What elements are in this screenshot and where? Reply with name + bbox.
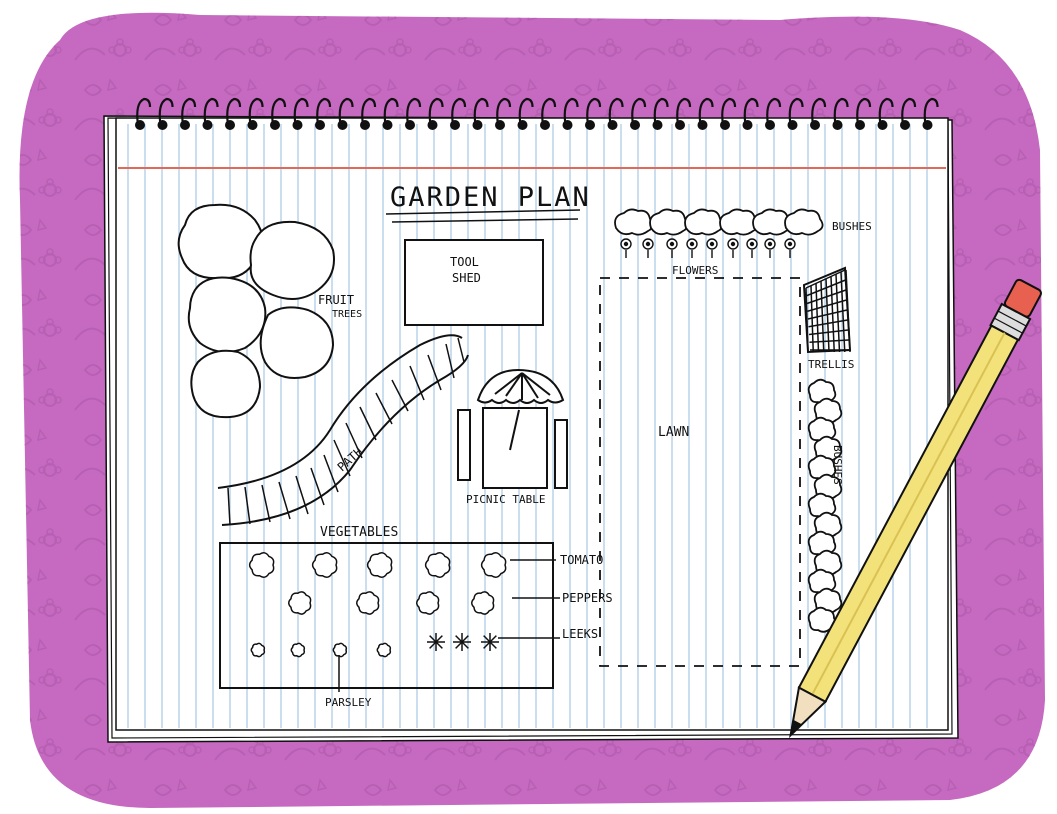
bush-icon xyxy=(720,209,758,234)
leek-icon xyxy=(481,633,499,651)
picnic-table-label: PICNIC TABLE xyxy=(466,493,545,506)
bush-icon xyxy=(685,209,723,234)
leek-icon xyxy=(453,633,471,651)
lawn-label: LAWN xyxy=(658,425,689,440)
parsley-icon xyxy=(333,643,346,656)
pepper-icon xyxy=(472,592,494,614)
parsley-icon xyxy=(377,643,390,656)
leeks-label: LEEKS xyxy=(562,627,598,641)
trellis-label: TRELLIS xyxy=(808,358,854,371)
tree-icon xyxy=(189,278,266,353)
flowers-label: FLOWERS xyxy=(672,264,718,277)
parsley-icon xyxy=(291,643,304,656)
leek-icon xyxy=(427,633,445,651)
tree-icon xyxy=(251,222,335,299)
bush-icon xyxy=(615,209,653,234)
tomato-icon xyxy=(313,553,337,577)
tomato-icon xyxy=(482,553,506,577)
parsley-label: PARSLEY xyxy=(325,696,372,709)
page-title: GARDEN PLAN xyxy=(390,182,591,213)
tool-shed-label: TOOL xyxy=(450,255,479,269)
fruit-trees-label-2: TREES xyxy=(332,309,362,320)
fruit-trees-label: FRUIT xyxy=(318,293,354,307)
tomato-icon xyxy=(368,553,392,577)
pepper-icon xyxy=(357,592,379,614)
tree-icon xyxy=(191,351,260,417)
bush-icon xyxy=(650,209,688,234)
tomato-label: TOMATO xyxy=(560,553,603,567)
tool-shed-label-2: SHED xyxy=(452,271,481,285)
bush-icon xyxy=(785,209,823,234)
peppers-label: PEPPERS xyxy=(562,591,613,605)
tree-icon xyxy=(261,307,333,378)
pepper-icon xyxy=(417,592,439,614)
vegetables-label: VEGETABLES xyxy=(320,525,398,540)
bushes-top-label: BUSHES xyxy=(832,220,872,233)
tomato-icon xyxy=(250,553,274,577)
tomato-icon xyxy=(426,553,450,577)
pepper-icon xyxy=(289,592,311,614)
bushes-side-label: BUSHES xyxy=(831,445,844,485)
parsley-icon xyxy=(251,643,264,656)
